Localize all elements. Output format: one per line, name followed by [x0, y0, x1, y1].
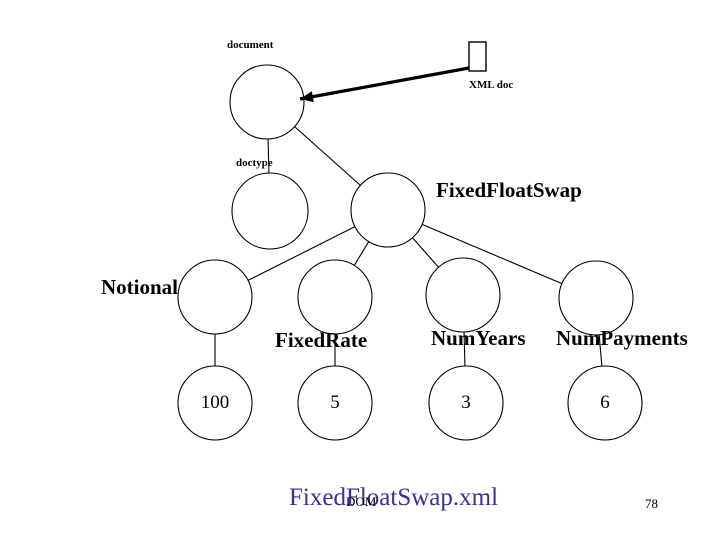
node-label-swap: FixedFloatSwap [436, 178, 582, 202]
node-label-document: document [227, 39, 274, 51]
edges-group [214, 126, 603, 367]
footer-title: FixedFloatSwap.xml [289, 484, 499, 511]
edge-swap-to-numyears [412, 237, 439, 268]
node-label-numyears: NumYears [431, 326, 526, 350]
edge-numyears-to-val-3 [463, 331, 466, 367]
edge-swap-to-fixedrate [353, 241, 370, 266]
node-document[interactable] [229, 64, 305, 140]
edge-document-to-doctype [267, 138, 270, 174]
node-val-3[interactable] [428, 365, 504, 441]
xml-doc-label: XML doc [469, 79, 514, 91]
node-value-val-3: 3 [461, 392, 471, 413]
xml-doc-box [468, 41, 487, 72]
edge-swap-to-notional [247, 226, 356, 281]
node-doctype[interactable] [231, 172, 309, 250]
page-number: 78 [645, 496, 658, 511]
node-val-5[interactable] [297, 365, 373, 441]
node-label-fixedrate: FixedRate [275, 328, 368, 352]
node-numyears[interactable] [425, 257, 501, 333]
node-value-val-5: 5 [330, 392, 340, 413]
node-value-val-6: 6 [600, 392, 610, 413]
node-notional[interactable] [177, 259, 253, 335]
edge-swap-to-numpayments [421, 223, 563, 285]
arrow-head-icon [300, 91, 314, 103]
node-fixedrate[interactable] [297, 259, 373, 335]
edge-document-to-swap [294, 126, 361, 186]
node-label-numpayments: NumPayments [556, 326, 688, 350]
node-value-val-100: 100 [200, 392, 230, 413]
nodes-group [177, 64, 643, 441]
node-val-100[interactable] [177, 365, 253, 441]
node-val-6[interactable] [567, 365, 643, 441]
node-swap[interactable] [350, 172, 426, 248]
node-label-notional: Notional [101, 275, 179, 299]
node-label-doctype: doctype [236, 157, 273, 169]
node-numpayments[interactable] [558, 260, 634, 336]
edge-numpayments-to-val-6 [598, 334, 603, 367]
footer-overlap-text: DOM [346, 494, 377, 509]
xml-doc-arrow [299, 66, 470, 103]
arrow-shaft [299, 66, 470, 101]
